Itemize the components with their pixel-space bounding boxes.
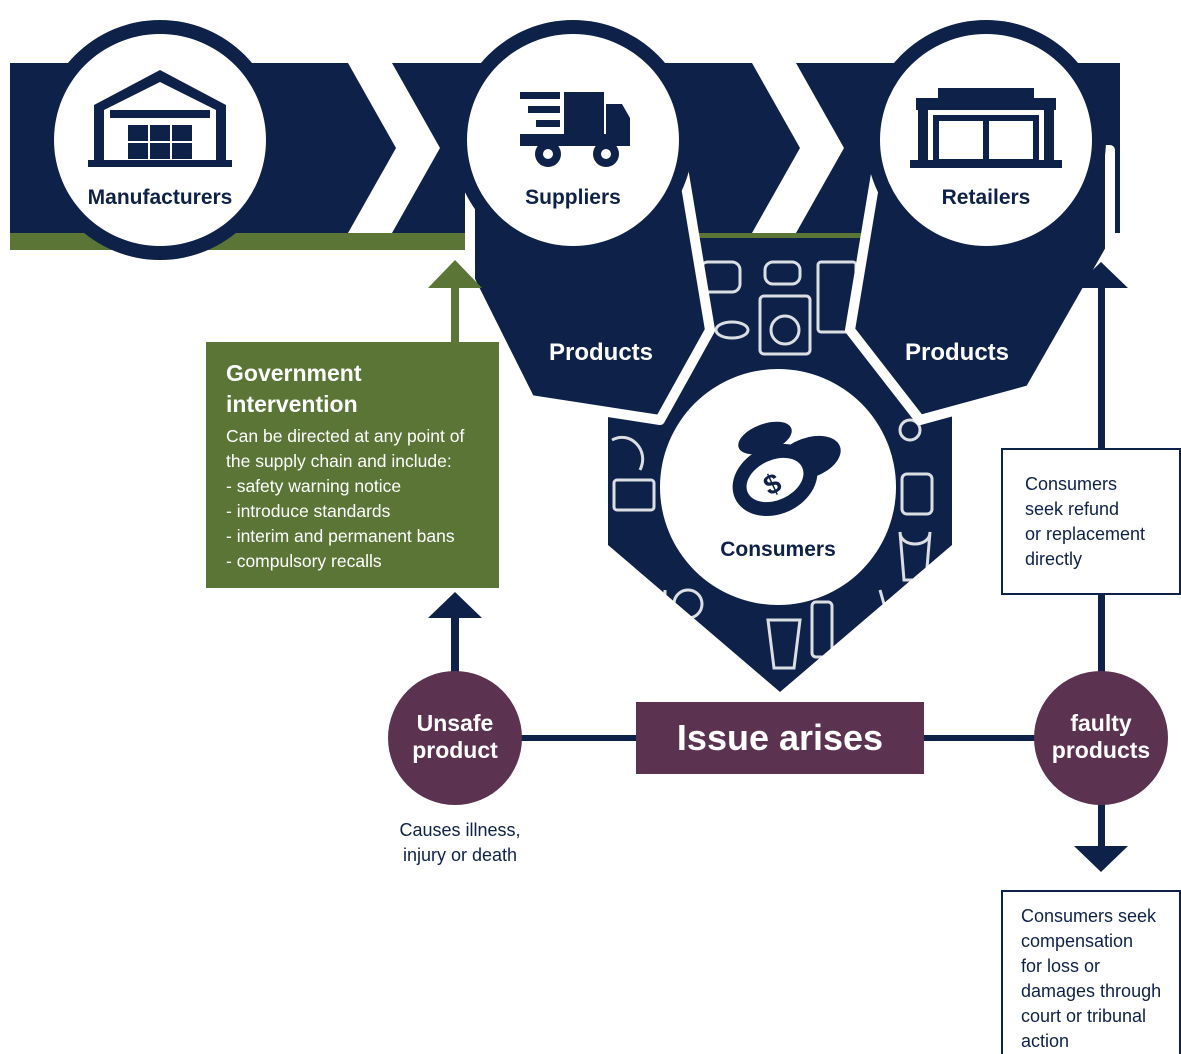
chevron-1 (348, 63, 440, 233)
gov-arrow-head (428, 260, 482, 288)
unsafe-note-line1: Causes illness, (399, 820, 521, 840)
unsafe-line2: product (412, 737, 498, 763)
products-left-label: Products (549, 339, 654, 366)
faulty-line1: faulty (1070, 710, 1132, 736)
gov-measure-item: - safety warning notice (226, 476, 402, 496)
gov-arrow-shaft (451, 285, 459, 345)
issue-arises-box: Issue arises (636, 702, 924, 774)
unsafe-note-line2: injury or death (402, 845, 518, 865)
compensation-note-line: damages through (1021, 981, 1162, 1001)
faulty-line2: products (1051, 737, 1151, 763)
delivery-truck-icon (520, 92, 630, 167)
issue-arises-label: Issue arises (676, 717, 884, 758)
compensation-note-line: for loss or (1021, 956, 1101, 976)
gov-desc-line1: Can be directed at any point of (226, 426, 465, 446)
refund-note-line: directly (1025, 549, 1083, 569)
gov-measure-item: - compulsory recalls (226, 551, 382, 571)
refund-note-box: Consumers seek refund or replacement dir… (1001, 448, 1181, 595)
gov-measure-item: - interim and permanent bans (226, 526, 455, 546)
retailers-label: Retailers (941, 186, 1031, 209)
unsafe-consequence-note: Causes illness, injury or death (370, 818, 550, 868)
faulty-products-label: faulty products (1041, 710, 1161, 764)
money-bag-icon: $ (732, 421, 841, 516)
unsafe-up-head (428, 592, 482, 618)
unsafe-product-circle (388, 671, 522, 805)
faulty-products-circle (1034, 671, 1168, 805)
compensation-note-line: action (1021, 1031, 1070, 1051)
compensation-down-head (1074, 846, 1128, 872)
storefront-icon (910, 88, 1062, 168)
products-right-label: Products (905, 339, 1010, 366)
gov-desc-line2: the supply chain and include: (226, 451, 452, 471)
warehouse-icon (88, 70, 232, 167)
chevron-2 (752, 63, 844, 233)
refund-up-head (1074, 262, 1128, 288)
unsafe-product-label: Unsafe product (395, 710, 515, 764)
gov-title-line1: Government (226, 360, 362, 386)
refund-note-line: seek refund (1025, 499, 1120, 519)
government-intervention-box: Government intervention Can be directed … (206, 342, 499, 588)
unsafe-line1: Unsafe (416, 710, 494, 736)
compensation-shaft (1098, 790, 1105, 848)
compensation-note-line: compensation (1021, 931, 1134, 951)
compensation-note-box: Consumers seek compensation for loss or … (1001, 890, 1181, 1054)
gov-title-line2: intervention (226, 391, 358, 417)
gov-measure-item: - introduce standards (226, 501, 391, 521)
product-doodles-icon (611, 260, 934, 670)
compensation-note-line: Consumers seek (1021, 906, 1157, 926)
consumers-label: Consumers (720, 538, 836, 561)
suppliers-label: Suppliers (525, 186, 621, 209)
refund-note-line: or replacement (1025, 524, 1146, 544)
gov-measures-list: - safety warning notice - introduce stan… (226, 474, 479, 574)
unsafe-up-shaft (451, 615, 459, 675)
compensation-note-line: court or tribunal (1021, 1006, 1147, 1026)
manufacturers-label: Manufacturers (87, 186, 233, 209)
refund-note-line: Consumers (1025, 474, 1118, 494)
